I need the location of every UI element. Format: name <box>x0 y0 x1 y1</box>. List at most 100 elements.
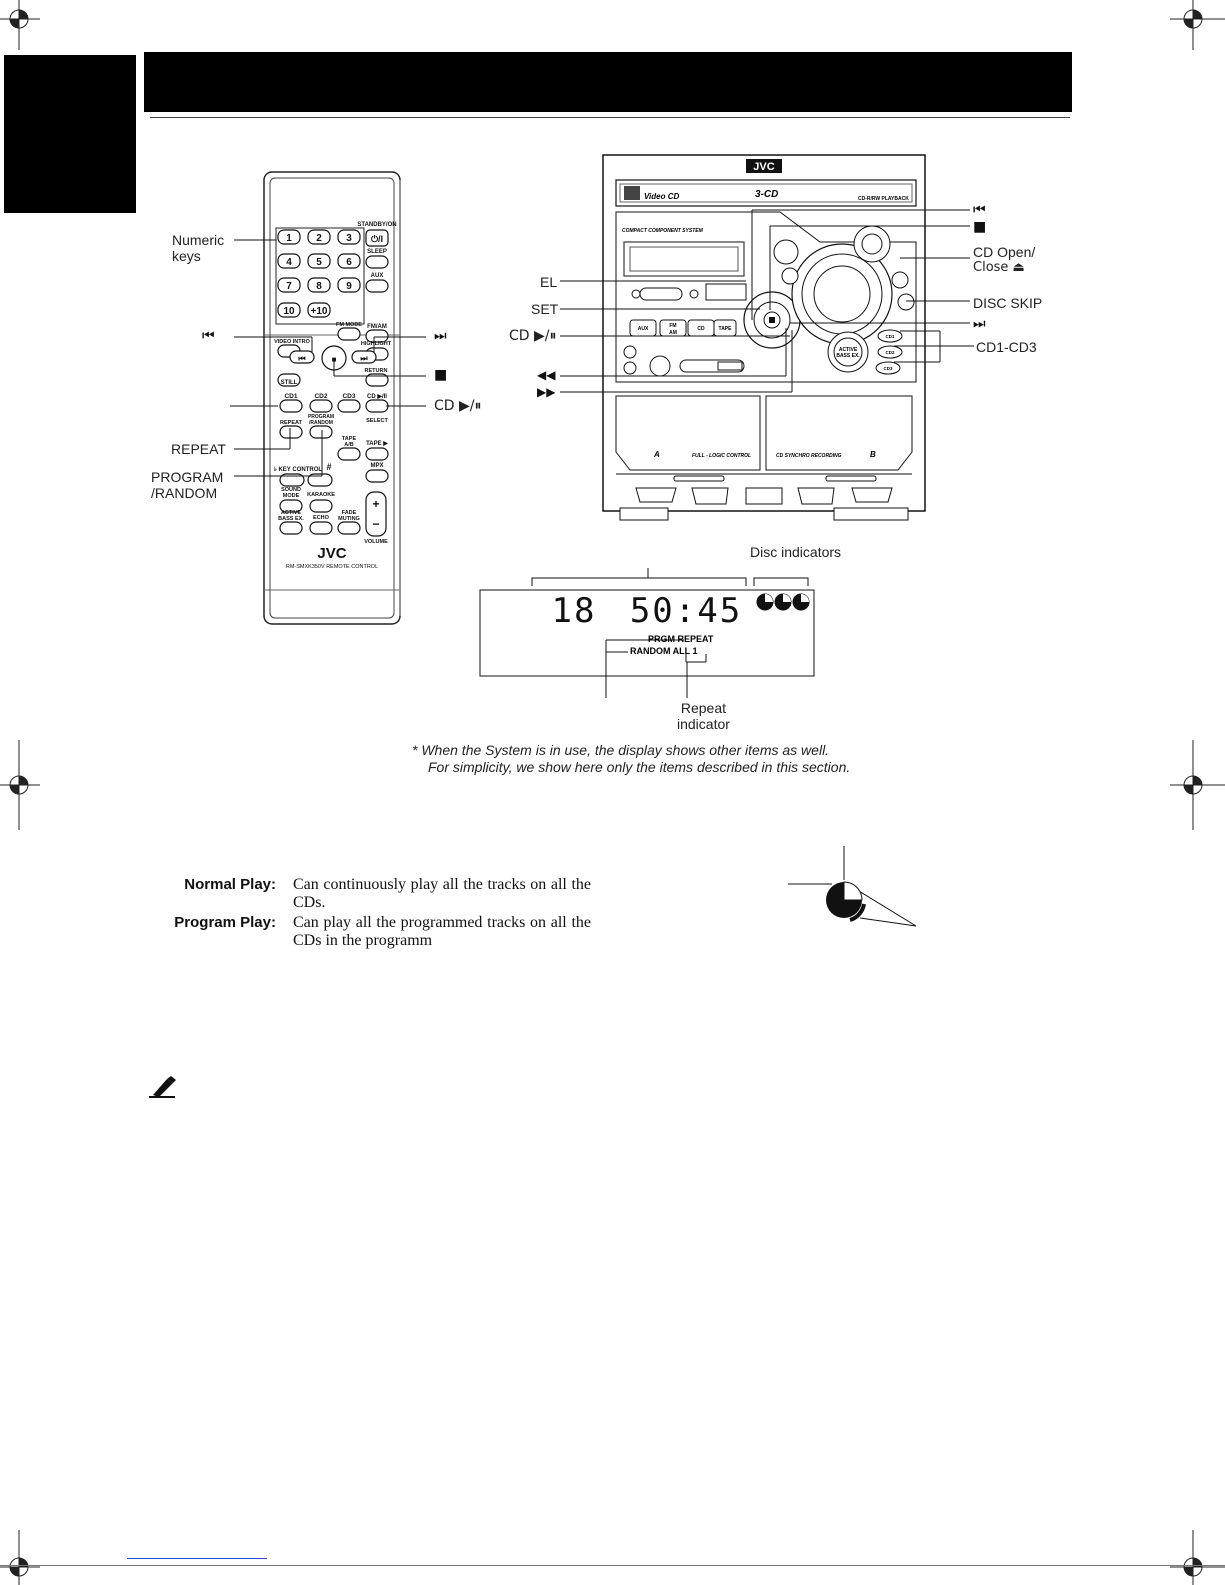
svg-text:FM: FM <box>669 323 676 329</box>
svg-text:/RANDOM: /RANDOM <box>309 420 333 426</box>
key-cd1 <box>279 399 303 413</box>
bottom-link-underline <box>127 1558 267 1559</box>
svg-text:#: # <box>326 462 331 472</box>
callout-remote-stop: ■ <box>434 367 448 383</box>
svg-text:CD3: CD3 <box>342 393 355 400</box>
key-6 <box>337 253 361 269</box>
key-fm-am <box>365 329 389 343</box>
callout-remote-program-random: PROGRAM /RANDOM <box>151 469 224 501</box>
key-5 <box>307 253 331 269</box>
svg-text:10: 10 <box>283 306 295 317</box>
callout-remote-repeat: REPEAT <box>171 441 226 457</box>
svg-text:18: 18 <box>552 591 597 631</box>
svg-text:PRGM REPEAT: PRGM REPEAT <box>648 634 714 644</box>
callout-unit-ffw: ▶▶ <box>537 385 556 399</box>
svg-text:8: 8 <box>316 281 322 292</box>
mode-def-program-play: Can play all the programmed tracks on al… <box>293 914 591 949</box>
key-program <box>309 425 333 439</box>
key-9 <box>337 277 361 293</box>
callout-remote-next: ⏭ <box>434 328 447 344</box>
unit-callout-lines <box>560 209 974 393</box>
svg-text:TAPE: TAPE <box>719 326 733 332</box>
key-sound-mode <box>279 499 303 513</box>
svg-text:MUTING: MUTING <box>338 516 360 522</box>
svg-text:JVC: JVC <box>753 161 774 173</box>
callout-unit-cd1-cd3: CD1-CD3 <box>976 339 1037 355</box>
svg-text:CD: CD <box>697 326 705 332</box>
callout-unit-prev: ⏮ <box>973 202 986 218</box>
svg-text:ACTIVE: ACTIVE <box>281 510 302 516</box>
key-repeat <box>279 425 303 439</box>
svg-text:KARAOKE: KARAOKE <box>307 492 335 498</box>
svg-text:FADE: FADE <box>342 510 357 516</box>
key-2 <box>307 229 331 245</box>
key-mpx <box>365 469 389 483</box>
key-cd3 <box>337 399 361 413</box>
key-fm-mode <box>337 327 361 341</box>
svg-text:FM MODE: FM MODE <box>336 322 362 328</box>
svg-text:MODE: MODE <box>283 493 300 499</box>
svg-text:A/B: A/B <box>344 442 354 448</box>
callout-remote-prev: ⏮ <box>202 328 215 344</box>
svg-text:B: B <box>870 450 876 459</box>
svg-text:RETURN: RETURN <box>365 368 388 374</box>
key-8 <box>307 277 331 293</box>
callout-unit-set: SET <box>531 301 559 317</box>
svg-text:ECHO: ECHO <box>313 515 330 521</box>
callout-unit-stop: ■ <box>973 219 987 235</box>
svg-text:COMPACT COMPONENT SYSTEM: COMPACT COMPONENT SYSTEM <box>622 228 704 234</box>
svg-text:REPEAT: REPEAT <box>280 420 303 426</box>
svg-text:ACTIVE: ACTIVE <box>839 347 858 353</box>
remote-callout-lines <box>230 239 426 477</box>
svg-text:−: − <box>372 517 379 531</box>
remote-control-illustration: 1 2 3 4 5 6 7 8 9 10 +10 ⏻/I STANDBY/ON … <box>263 171 401 625</box>
svg-text:CD ▶/II: CD ▶/II <box>367 393 387 400</box>
svg-text:6: 6 <box>346 257 352 268</box>
svg-text:⏻/I: ⏻/I <box>371 234 383 244</box>
svg-text:♭ KEY CONTROL: ♭ KEY CONTROL <box>274 466 322 473</box>
bottom-rule <box>0 1565 1225 1566</box>
disc-indicator-detail <box>788 846 917 927</box>
key-prev <box>289 350 315 364</box>
repeat-indicator-label: Repeat indicator <box>677 700 730 732</box>
svg-text:⏭: ⏭ <box>360 354 368 363</box>
svg-text:AM: AM <box>669 330 677 336</box>
mode-term-normal-play: Normal Play: <box>184 876 276 893</box>
svg-text:5: 5 <box>316 257 322 268</box>
svg-text:CD-R/RW PLAYBACK: CD-R/RW PLAYBACK <box>858 196 909 202</box>
key-7 <box>277 277 301 293</box>
svg-text:FULL - LOGIC CONTROL: FULL - LOGIC CONTROL <box>692 453 751 459</box>
key-tape-play <box>365 447 389 461</box>
svg-text:A: A <box>653 450 660 459</box>
key-4 <box>277 253 301 269</box>
svg-text:CD3: CD3 <box>883 366 892 371</box>
key-standby <box>365 229 389 247</box>
svg-text:CD SYNCHRO RECORDING: CD SYNCHRO RECORDING <box>776 453 842 459</box>
svg-text:3: 3 <box>346 233 352 244</box>
svg-text:STANDBY/ON: STANDBY/ON <box>357 222 396 228</box>
svg-text:SLEEP: SLEEP <box>367 249 387 255</box>
key-plus10 <box>307 302 331 318</box>
language-side-tab <box>4 55 136 213</box>
svg-text:TAPE ▶: TAPE ▶ <box>366 440 388 447</box>
svg-text:SOUND: SOUND <box>281 487 301 493</box>
pencil-note-icon <box>149 1076 176 1098</box>
key-karaoke <box>309 499 333 513</box>
svg-text:CD2: CD2 <box>885 350 894 355</box>
svg-text:JVC: JVC <box>317 545 346 562</box>
svg-text:RM-SMXK350V REMOTE CONTROL: RM-SMXK350V REMOTE CONTROL <box>286 564 378 570</box>
svg-text:2: 2 <box>316 233 322 244</box>
callout-numeric-keys: Numeric keys <box>172 232 225 264</box>
svg-text:Video CD: Video CD <box>644 192 679 201</box>
key-cd2 <box>309 399 333 413</box>
key-3 <box>337 229 361 245</box>
svg-text:AUX: AUX <box>638 326 649 332</box>
section-title-bar <box>144 52 1072 112</box>
svg-text:MPX: MPX <box>370 463 383 469</box>
svg-text:50:45: 50:45 <box>630 591 742 631</box>
main-unit-illustration: JVC Video CD 3-CD CD-R/RW PLAYBACK COMPA… <box>602 154 926 521</box>
svg-text:BASS EX.: BASS EX. <box>278 516 304 522</box>
svg-text:FM/AM: FM/AM <box>367 324 387 330</box>
svg-text:AUX: AUX <box>371 273 384 279</box>
